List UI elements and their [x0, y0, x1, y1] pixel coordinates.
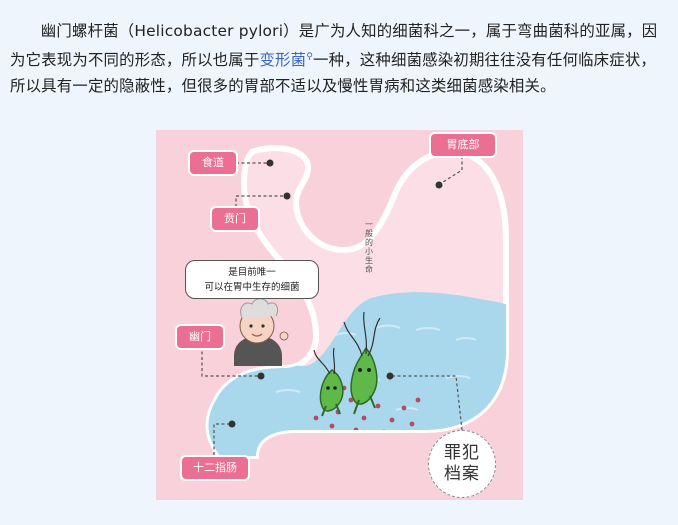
- intro-paragraph: 幽门螺杆菌（Helicobacter pylori）是广为人知的细菌科之一，属于…: [10, 18, 662, 99]
- stomach-illustration: 食道 贲门 胃底部 幽门 十二指肠 是目前唯一 可以在胃中生存的细菌 一般的小生…: [156, 130, 523, 500]
- search-icon[interactable]: ⚲: [306, 52, 314, 62]
- tag-duodenum: 十二指肠: [182, 457, 248, 479]
- paragraph-text-1: 幽门螺杆菌（Helicobacter pylori）是广为人知的细菌科之一，属于…: [10, 22, 658, 70]
- tag-cardia: 贲门: [212, 208, 258, 230]
- proteobacteria-link[interactable]: 变形菌: [259, 51, 307, 70]
- stamp-line-1: 罪犯: [444, 443, 480, 463]
- bacteria-icon: [313, 311, 381, 417]
- speech-bubble: 是目前唯一 可以在胃中生存的细菌: [185, 260, 319, 299]
- doctor-avatar: [234, 298, 289, 366]
- bubble-line-1: 是目前唯一: [228, 267, 276, 278]
- tag-fundus: 胃底部: [431, 134, 495, 156]
- leader-pylorus: [201, 346, 260, 377]
- vertical-caption: 一般的小生命: [365, 220, 373, 274]
- bubble-line-2: 可以在胃中生存的细菌: [204, 282, 300, 293]
- paragraph-text-2: 一种，这种细菌感染初期往往没有任何临床症状，所以具有一定的隐蔽性，但很多的胃部不…: [10, 51, 657, 96]
- stamp-line-2: 档案: [444, 464, 480, 484]
- leader-stamp: [392, 375, 463, 431]
- tag-esophagus: 食道: [190, 152, 236, 174]
- stomach-diagram: [201, 145, 509, 459]
- leader-fundus: [439, 156, 463, 185]
- tag-pylorus: 幽门: [177, 326, 223, 348]
- criminal-file-stamp: 罪犯 档案: [428, 430, 496, 498]
